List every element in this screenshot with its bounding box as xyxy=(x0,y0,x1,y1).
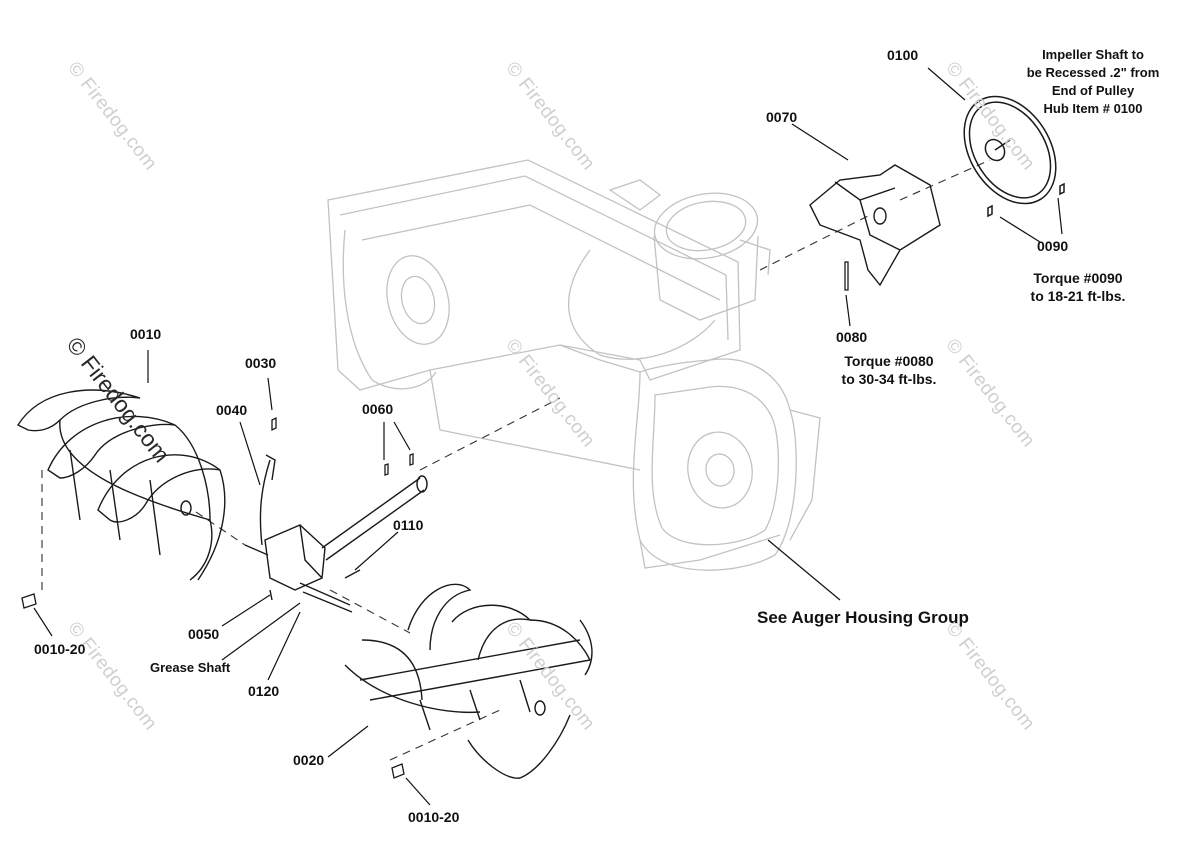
label-0030: 0030 xyxy=(245,355,277,371)
auger-left xyxy=(16,389,226,581)
hardware xyxy=(21,261,849,779)
label-0040: 0040 xyxy=(216,402,248,418)
gearbox-and-shaft xyxy=(244,454,428,613)
label-0080: 0080 xyxy=(836,329,868,345)
label-0100: 0100 xyxy=(887,47,919,63)
note-line: Torque #0090 xyxy=(1033,270,1123,286)
note-torque-0090: Torque #0090 to 18-21 ft-lbs. xyxy=(1018,269,1138,305)
label-see-auger-housing-group: See Auger Housing Group xyxy=(757,608,969,627)
label-0120: 0120 xyxy=(248,683,280,699)
note-line: to 30-34 ft-lbs. xyxy=(841,371,937,387)
label-0050: 0050 xyxy=(188,626,220,642)
note-line: Torque #0080 xyxy=(844,353,934,369)
label-0010-20-left: 0010-20 xyxy=(34,641,86,657)
label-0060: 0060 xyxy=(362,401,394,417)
note-line: to 18-21 ft-lbs. xyxy=(1030,288,1126,304)
pulley-0100 xyxy=(963,95,1065,218)
note-torque-0080: Torque #0080 to 30-34 ft-lbs. xyxy=(824,352,954,388)
label-0070: 0070 xyxy=(766,109,798,125)
label-0090: 0090 xyxy=(1037,238,1069,254)
axis-lines xyxy=(41,159,991,761)
label-0010: 0010 xyxy=(130,326,162,342)
bracket-0070 xyxy=(809,164,941,287)
label-grease-shaft: Grease Shaft xyxy=(150,660,231,675)
note-line: Hub Item # 0100 xyxy=(1043,101,1143,116)
auger-housing xyxy=(327,159,821,571)
label-0010-20-bottom: 0010-20 xyxy=(408,809,460,825)
note-line: Impeller Shaft to xyxy=(1042,47,1144,62)
label-0020: 0020 xyxy=(293,752,325,768)
note-impeller-shaft: Impeller Shaft to be Recessed .2" from E… xyxy=(1018,46,1168,118)
label-0110: 0110 xyxy=(393,517,424,533)
auger-right xyxy=(344,583,593,779)
note-line: End of Pulley xyxy=(1051,83,1135,98)
note-line: be Recessed .2" from xyxy=(1026,65,1160,80)
leader-lines xyxy=(33,67,1063,806)
